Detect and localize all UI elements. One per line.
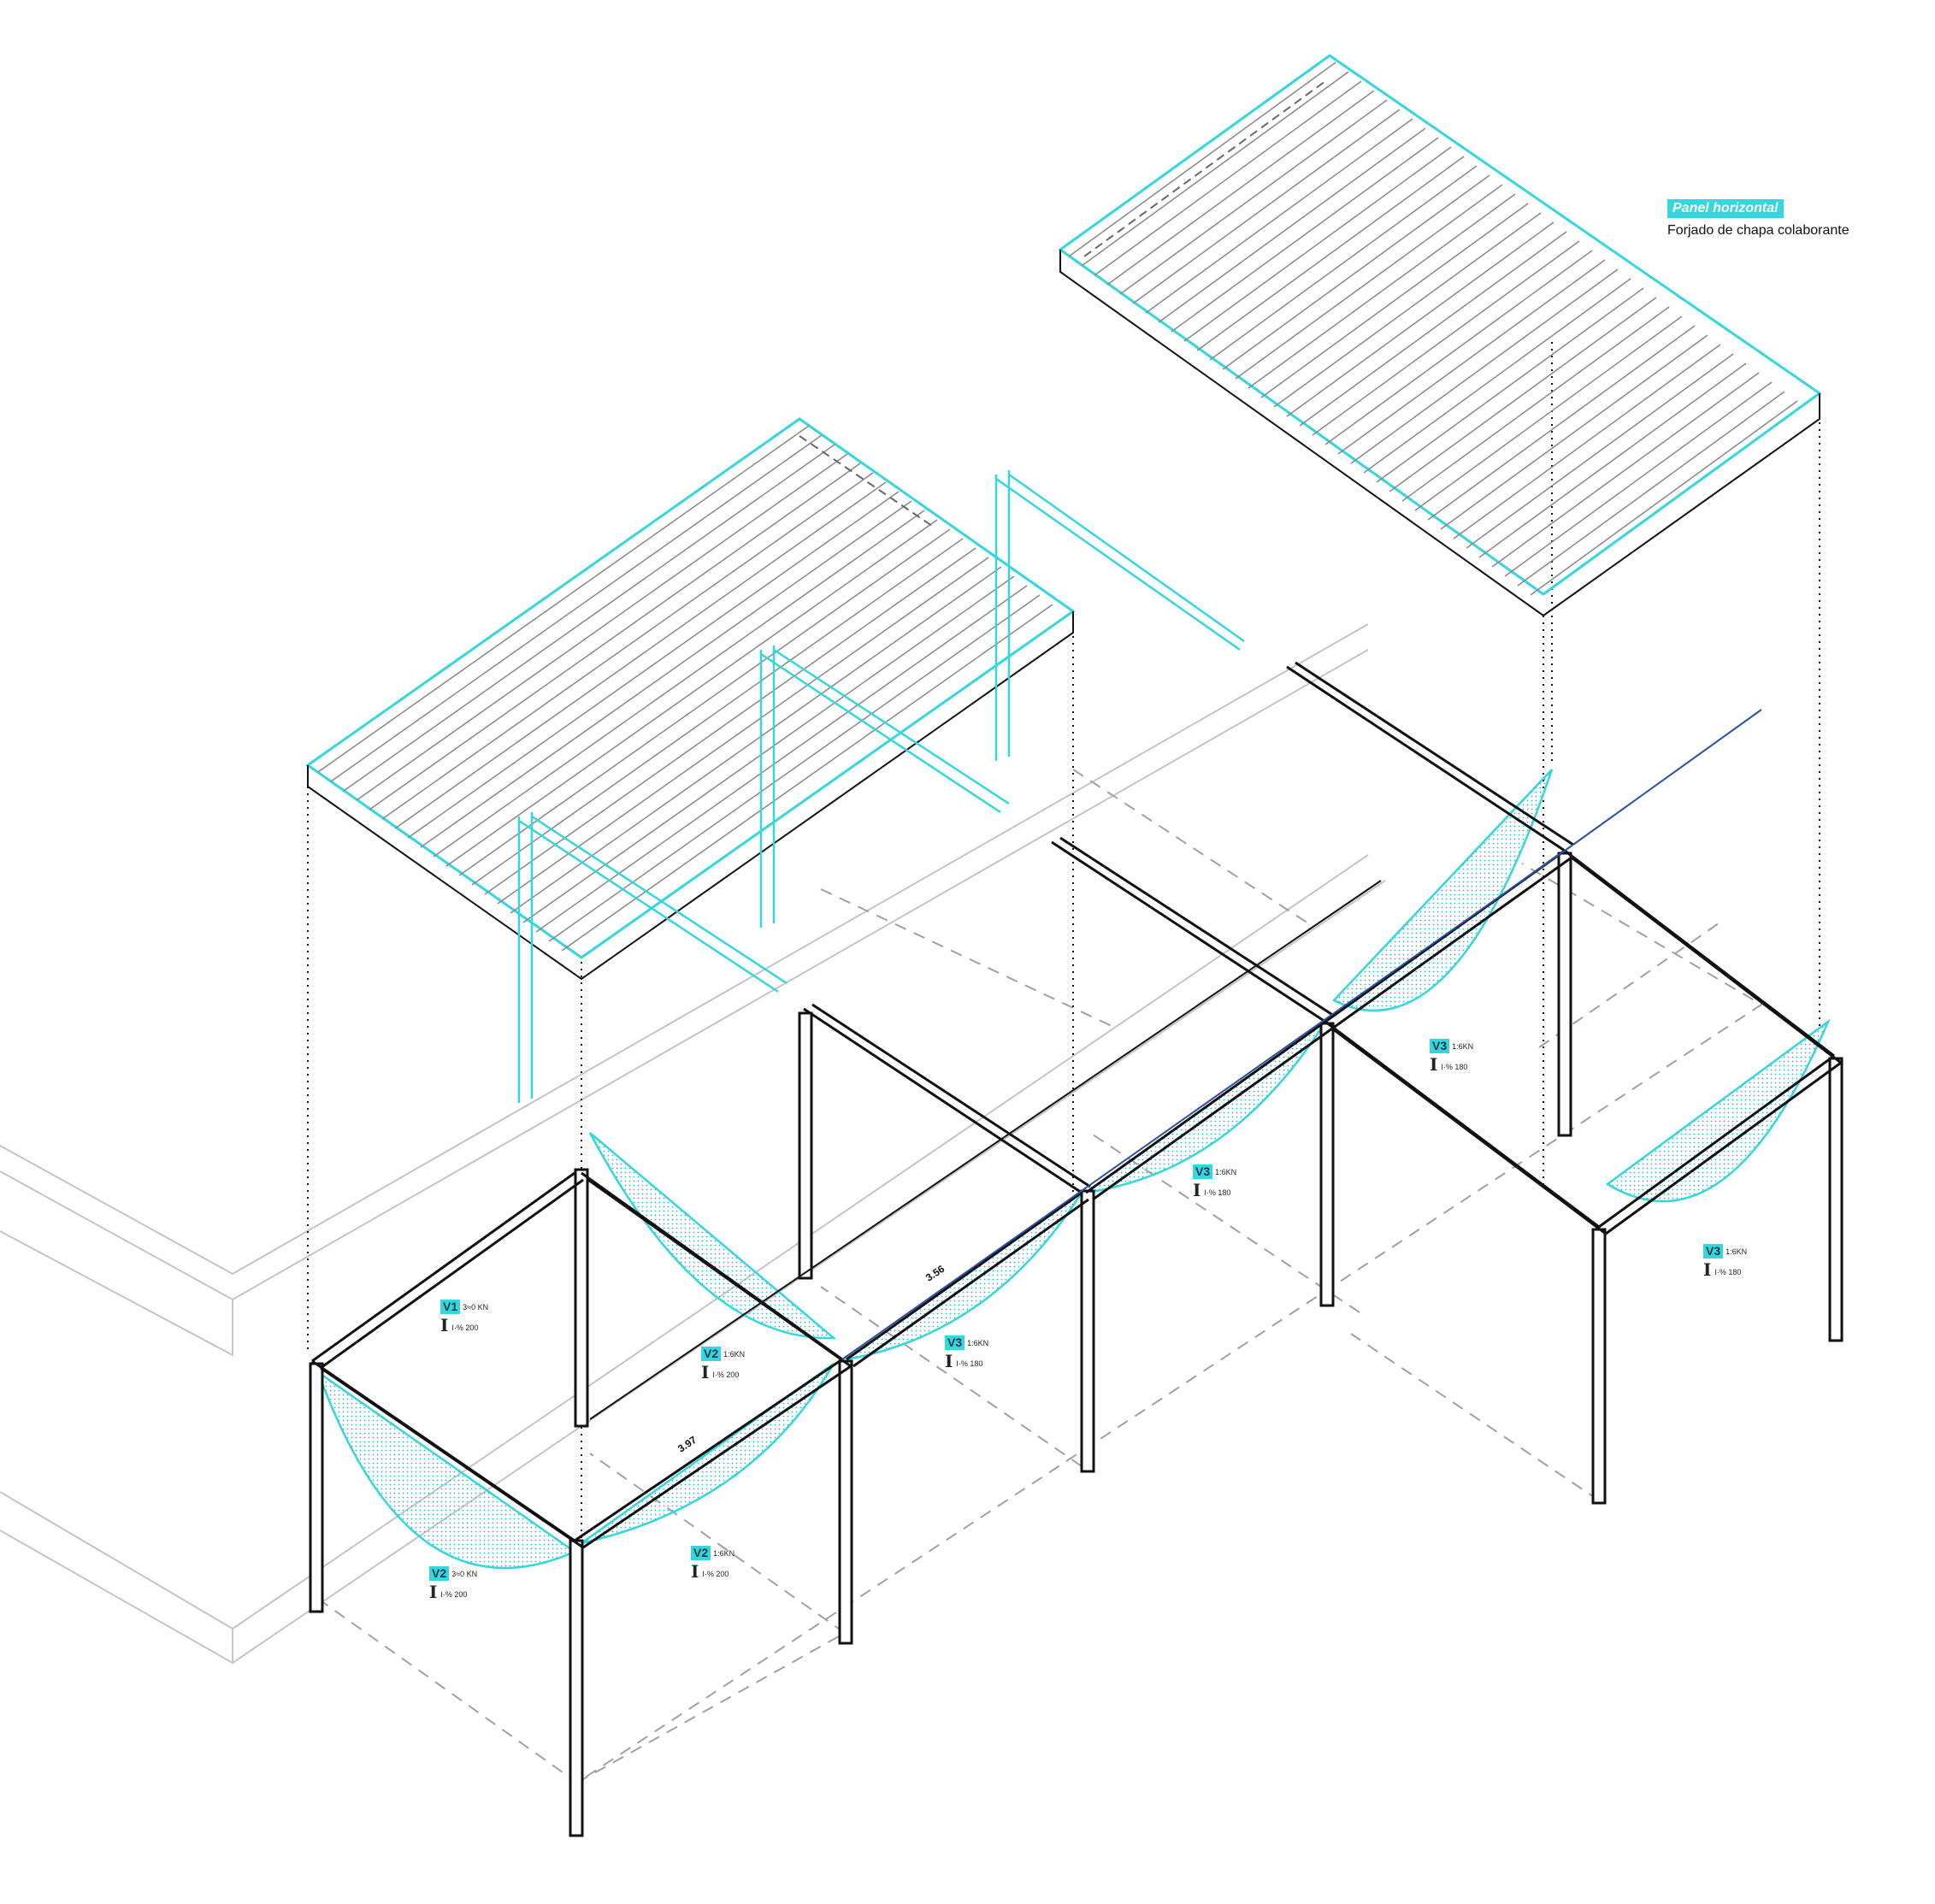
beam-load: 1:6KN: [713, 1548, 735, 1558]
beam-id: V2: [701, 1347, 722, 1361]
beam-id: V3: [1193, 1164, 1213, 1179]
ibeam-icon: I: [691, 1561, 699, 1582]
ibeam-icon: I: [440, 1315, 449, 1335]
beam-load: 3≈0 KN: [451, 1569, 478, 1578]
ibeam-icon: I: [429, 1582, 438, 1602]
upper-deck-panel: [1058, 54, 1822, 617]
beam-id: V2: [429, 1566, 450, 1581]
beam-id: V3: [945, 1335, 965, 1350]
beam-profile: I·% 200: [712, 1371, 740, 1379]
beam-load: 3≈0 KN: [463, 1302, 489, 1312]
beam-profile: I·% 200: [702, 1570, 729, 1578]
beam-profile: I·% 180: [1441, 1063, 1468, 1071]
beam-load: 1:6KN: [723, 1349, 746, 1359]
ibeam-icon: I: [1430, 1054, 1438, 1075]
ibeam-icon: I: [945, 1351, 953, 1371]
beam-load: 1:6KN: [967, 1338, 989, 1347]
beam-id: V1: [440, 1300, 461, 1314]
beam-id: V3: [1703, 1244, 1724, 1259]
lower-deck-panel: [305, 417, 1076, 981]
ground-grid-dashed: [317, 769, 1763, 1784]
ghost-frame-cyan: [517, 470, 1245, 1103]
legend-title: Panel horizontal: [1667, 199, 1784, 218]
beam-id: V2: [691, 1546, 711, 1560]
ibeam-icon: I: [1193, 1180, 1201, 1200]
ibeam-icon: I: [1703, 1259, 1712, 1280]
steel-frame: [309, 661, 1844, 1837]
beam-load: 1:6KN: [1215, 1167, 1237, 1176]
beam-load: 1:6KN: [1726, 1247, 1748, 1256]
legend: Panel horizontal Forjado de chapa colabo…: [1667, 199, 1849, 239]
beam-profile: I·% 180: [1714, 1268, 1742, 1276]
beam-profile: I·% 200: [440, 1590, 468, 1599]
ibeam-icon: I: [701, 1362, 710, 1382]
beam-load: 1:6KN: [1452, 1041, 1474, 1051]
beam-profile: I·% 180: [1204, 1188, 1231, 1197]
beam-profile: I·% 200: [451, 1323, 479, 1332]
beam-id: V3: [1430, 1039, 1450, 1053]
guide-line: [589, 880, 1382, 1420]
legend-subtitle: Forjado de chapa colaborante: [1667, 223, 1849, 238]
beam-profile: I·% 180: [956, 1359, 983, 1368]
bracing-line: [841, 709, 1762, 1360]
